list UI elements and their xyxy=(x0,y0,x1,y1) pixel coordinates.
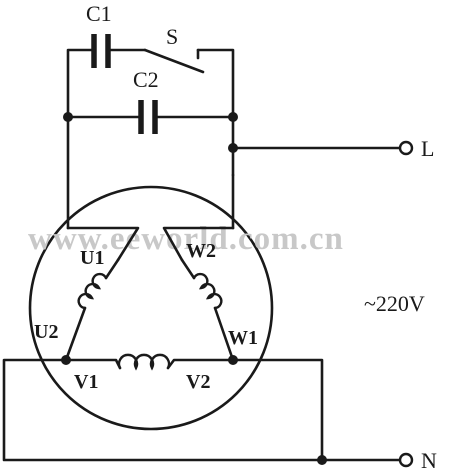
terminal-l xyxy=(398,140,414,156)
w-winding-coil xyxy=(192,272,223,310)
w-winding-lead-bottom xyxy=(213,306,235,362)
label-c1: C1 xyxy=(86,1,112,26)
neutral-loop xyxy=(2,358,414,468)
w-winding-lead-top xyxy=(180,258,196,280)
v-winding-lead-left xyxy=(64,358,122,370)
switch-blade xyxy=(143,48,205,74)
motor-housing xyxy=(28,185,274,431)
u-winding-lead-bottom xyxy=(64,306,87,362)
u-winding-lead-top xyxy=(104,258,120,280)
wire-c1-left xyxy=(66,48,94,117)
motor-windings xyxy=(61,115,238,371)
label-v2: V2 xyxy=(186,371,210,393)
w2-terminal xyxy=(162,226,235,262)
wire-switch-right xyxy=(196,48,235,177)
junction-dot xyxy=(228,143,238,153)
label-v1: V1 xyxy=(74,371,98,393)
wire-neutral-right xyxy=(231,358,324,462)
capacitor-branch xyxy=(63,34,238,177)
v-winding-coil xyxy=(117,353,171,371)
label-n: N xyxy=(421,448,437,471)
label-w2: W2 xyxy=(186,240,216,262)
label-u2: U2 xyxy=(34,321,58,343)
label-c2: C2 xyxy=(133,67,159,92)
u1-terminal xyxy=(66,226,140,262)
wire-neutral-left xyxy=(2,358,402,462)
u-winding-coil xyxy=(77,272,108,310)
v-winding-lead-right xyxy=(166,358,235,370)
junction-dot xyxy=(228,112,238,122)
terminal-n xyxy=(398,452,414,468)
label-u1: U1 xyxy=(80,247,104,269)
line-l xyxy=(228,140,414,156)
label-voltage: ~220V xyxy=(364,291,425,316)
junction-dot xyxy=(317,455,327,465)
label-w1: W1 xyxy=(228,327,258,349)
label-s: S xyxy=(166,24,178,49)
label-l: L xyxy=(421,136,434,161)
